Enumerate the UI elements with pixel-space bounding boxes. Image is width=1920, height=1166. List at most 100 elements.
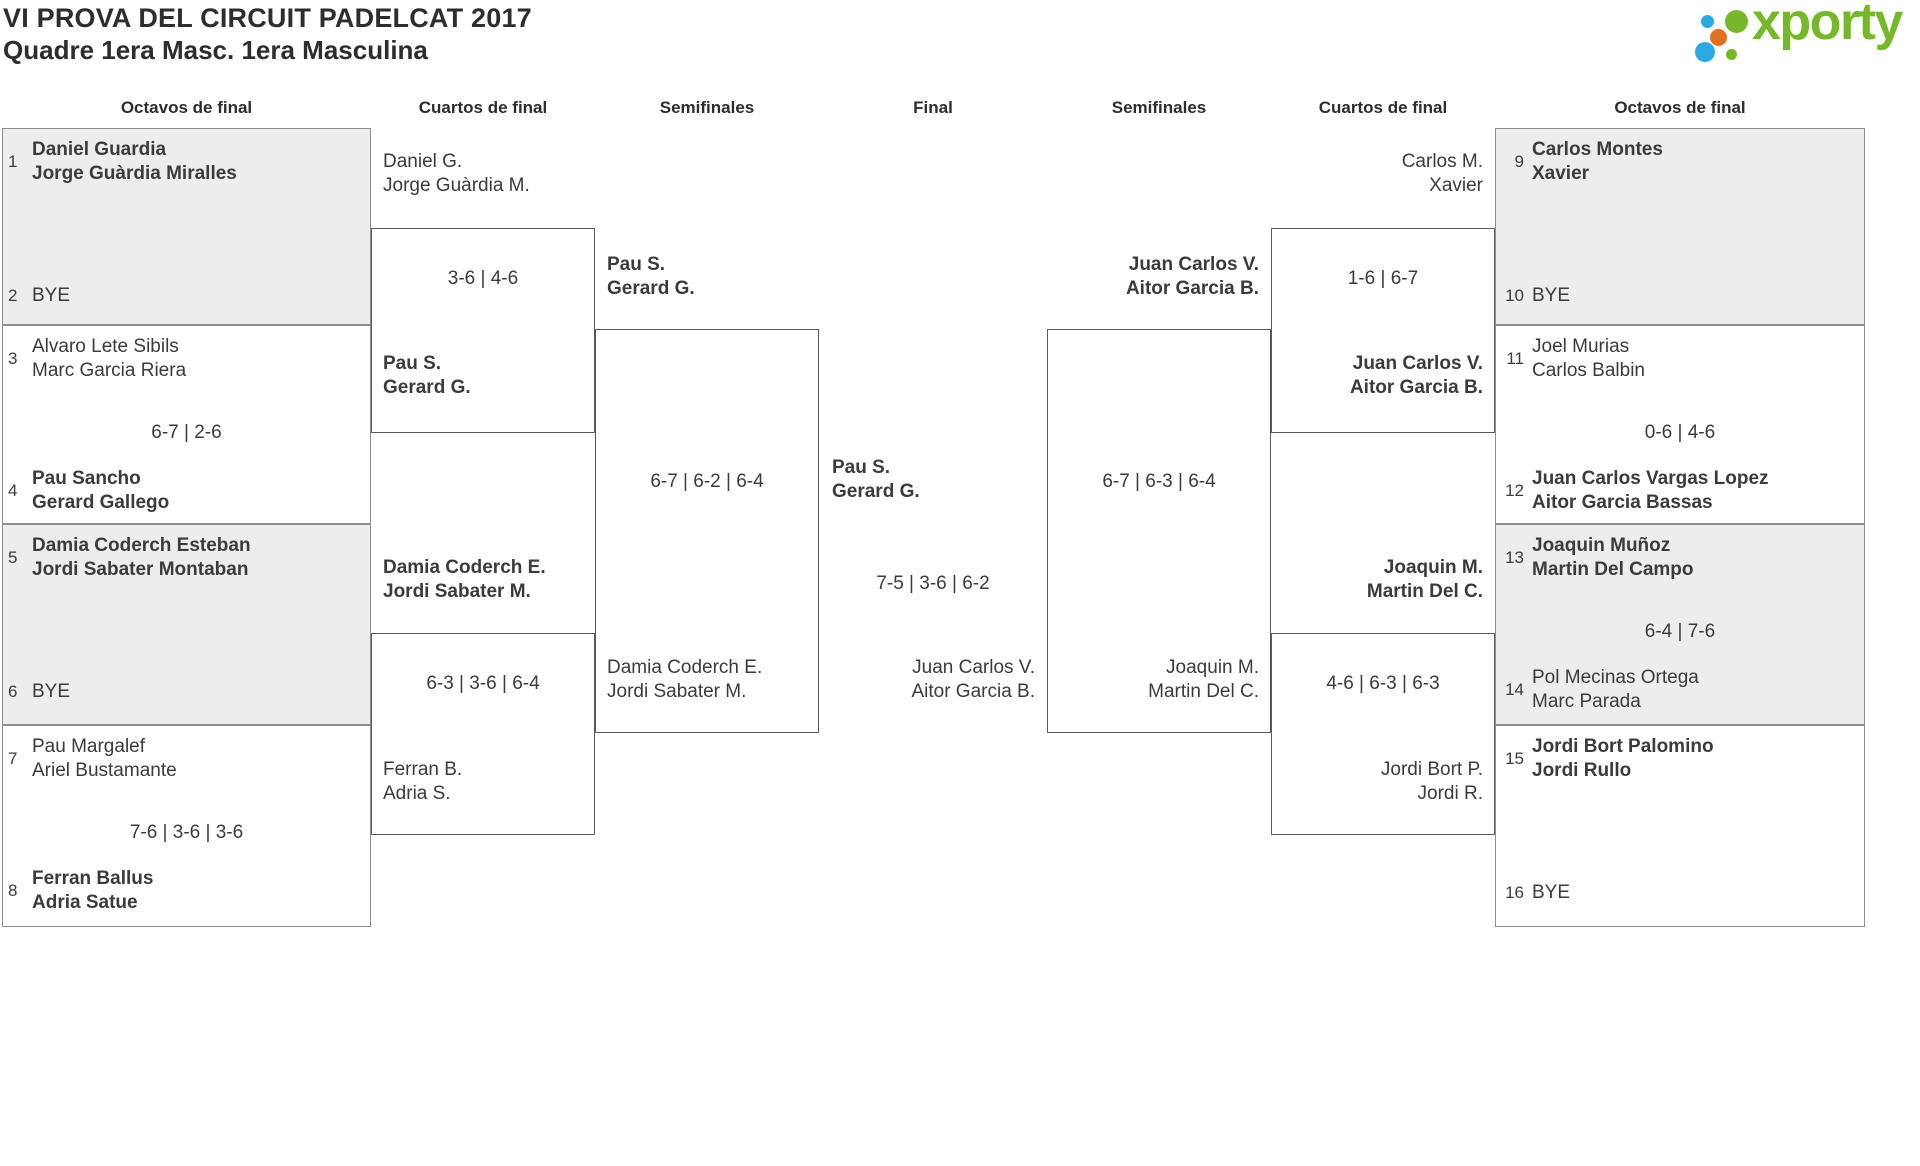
player-name: Jordi Sabater M.	[607, 681, 747, 702]
semifinal-left-box	[595, 329, 819, 733]
player-name: Carlos M.	[1401, 151, 1483, 172]
player-name: Pau S.	[383, 353, 442, 374]
team-label: Ferran B. Adria S.	[383, 758, 462, 806]
octavos-left-match-2-box	[2, 325, 371, 524]
player-name: Carlos Montes	[1532, 139, 1663, 160]
player-name: Gerard G.	[832, 481, 920, 502]
team-label: Joaquin M. Martin Del C.	[1273, 556, 1483, 604]
seed-number: 7	[8, 749, 18, 768]
match-score: 4-6 | 6-3 | 6-3	[1326, 673, 1440, 694]
match-score: 6-7 | 6-3 | 6-4	[1102, 471, 1216, 492]
team-label: Juan Carlos V. Aitor Garcia B.	[1049, 253, 1259, 301]
player-name: Aitor Garcia B.	[1349, 377, 1483, 398]
player-name: Pau Margalef	[32, 736, 146, 757]
xporty-logo[interactable]: xporty	[1690, 0, 1918, 74]
player-name: Alvaro Lete Sibils	[32, 336, 179, 357]
octavos-right-match-2-box	[1495, 325, 1865, 524]
cuartos-left-top-box	[371, 228, 595, 433]
player-name: Damia Coderch E.	[607, 657, 763, 678]
player-name: Gerard G.	[383, 377, 471, 398]
round-header-semis-left: Semifinales	[659, 98, 755, 117]
seed-number: 14	[1505, 680, 1524, 699]
entry-seed-14: 14 Pol Mecinas Ortega Marc Parada	[1500, 666, 1852, 714]
match-score: 6-3 | 3-6 | 6-4	[426, 673, 540, 694]
team-label: Pau S. Gerard G.	[832, 456, 920, 504]
seed-number: 6	[8, 682, 18, 701]
player-name: BYE	[32, 285, 71, 306]
player-name: Marc Garcia Riera	[32, 360, 187, 381]
player-name: Joaquin Muñoz	[1532, 535, 1671, 556]
entry-seed-10: 10 BYE	[1500, 284, 1852, 308]
entry-seed-12: 12 Juan Carlos Vargas Lopez Aitor Garcia…	[1500, 467, 1852, 515]
seed-number: 3	[8, 349, 18, 368]
logo-wordmark: xporty	[1752, 0, 1903, 51]
entry-seed-7: 7 Pau Margalef Ariel Bustamante	[8, 735, 360, 783]
seed-number: 10	[1505, 286, 1524, 305]
player-name: Joel Murias	[1532, 336, 1630, 357]
round-header-cuartos-right: Cuartos de final	[1318, 98, 1448, 117]
team-label: Juan Carlos V. Aitor Garcia B.	[1273, 352, 1483, 400]
player-name: Marc Parada	[1532, 691, 1641, 712]
player-name: Adria S.	[383, 783, 451, 804]
seed-number: 9	[1514, 152, 1524, 171]
entry-seed-16: 16 BYE	[1500, 881, 1852, 905]
match-score: 6-7 | 2-6	[151, 422, 222, 443]
player-name: Pau S.	[607, 254, 666, 275]
player-name: Jordi Bort P.	[1380, 759, 1483, 780]
round-header-semis-right: Semifinales	[1111, 98, 1207, 117]
player-name: Xavier	[1429, 175, 1483, 196]
octavos-right-match-4-box	[1495, 725, 1865, 927]
seed-number: 5	[8, 548, 18, 567]
entry-seed-8: 8 Ferran Ballus Adria Satue	[8, 867, 360, 915]
player-name: Jorge Guàrdia Miralles	[32, 163, 237, 184]
player-name: Ariel Bustamante	[32, 760, 177, 781]
semifinal-right-box	[1047, 329, 1271, 733]
player-name: Pau Sancho	[32, 468, 141, 489]
player-name: Jordi Rullo	[1532, 760, 1632, 781]
octavos-right-match-1-box	[1495, 128, 1865, 325]
player-name: Ferran Ballus	[32, 868, 154, 889]
player-name: Gerard G.	[607, 278, 695, 299]
round-header-octavos-right: Octavos de final	[1614, 98, 1746, 117]
entry-seed-6: 6 BYE	[8, 680, 360, 704]
team-label: Damia Coderch E. Jordi Sabater M.	[383, 556, 546, 604]
match-score: 6-4 | 7-6	[1644, 621, 1716, 642]
player-name: Carlos Balbin	[1532, 360, 1645, 381]
player-name: Jordi Sabater M.	[383, 581, 531, 602]
player-name: Martin Del Campo	[1532, 559, 1694, 580]
entry-seed-13: 13 Joaquin Muñoz Martin Del Campo	[1500, 534, 1852, 582]
player-name: Pau S.	[832, 457, 891, 478]
entry-seed-1: 1 Daniel Guardia Jorge Guàrdia Miralles	[8, 138, 360, 186]
page-title: VI PROVA DEL CIRCUIT PADELCAT 2017	[3, 3, 532, 33]
entry-seed-2: 2 BYE	[8, 284, 360, 308]
seed-number: 12	[1505, 481, 1524, 500]
cuartos-left-bottom-box	[371, 633, 595, 835]
team-label: Jordi Bort P. Jordi R.	[1273, 758, 1483, 806]
player-name: Juan Carlos V.	[912, 657, 1035, 678]
cuartos-right-bottom-box	[1271, 633, 1495, 835]
round-header-final: Final	[913, 98, 953, 117]
round-header-octavos-left: Octavos de final	[120, 98, 253, 117]
team-label: Daniel G. Jorge Guàrdia M.	[383, 150, 530, 198]
player-name: Pol Mecinas Ortega	[1532, 667, 1699, 688]
player-name: Daniel G.	[383, 151, 463, 172]
player-name: Juan Carlos V.	[1128, 254, 1259, 275]
player-name: Ferran B.	[383, 759, 463, 780]
player-name: Daniel Guardia	[32, 139, 167, 160]
cuartos-right-top-box	[1271, 228, 1495, 433]
team-label: Pau S. Gerard G.	[383, 352, 471, 400]
player-name: Aitor Garcia Bassas	[1532, 492, 1713, 513]
match-score: 7-6 | 3-6 | 3-6	[129, 822, 244, 843]
player-name: Jordi Bort Palomino	[1532, 736, 1714, 757]
entry-seed-3: 3 Alvaro Lete Sibils Marc Garcia Riera	[8, 335, 360, 383]
player-name: Jordi Sabater Montaban	[32, 559, 249, 580]
team-label: Joaquin M. Martin Del C.	[1049, 656, 1259, 704]
player-name: Martin Del C.	[1148, 681, 1259, 702]
round-header-cuartos-left: Cuartos de final	[418, 98, 548, 117]
seed-number: 1	[8, 152, 18, 171]
team-label: Carlos M. Xavier	[1273, 150, 1483, 198]
player-name: Aitor Garcia B.	[1125, 278, 1259, 299]
match-score: 1-6 | 6-7	[1347, 268, 1419, 289]
match-score: 7-5 | 3-6 | 6-2	[876, 573, 990, 594]
